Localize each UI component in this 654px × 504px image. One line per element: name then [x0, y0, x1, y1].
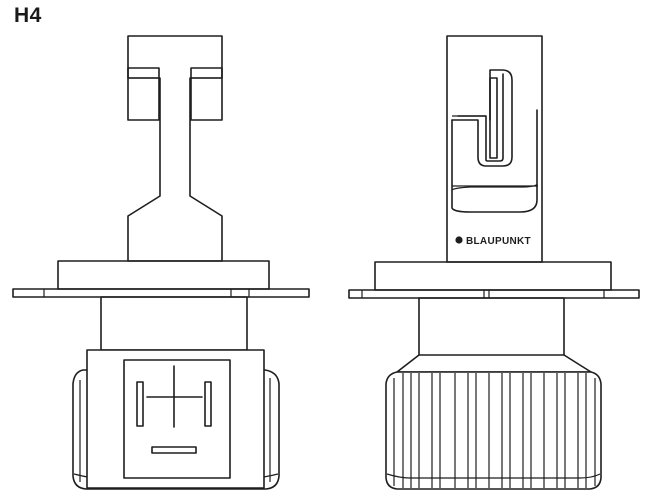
left-socket	[123, 359, 231, 479]
left-head-tab-left	[127, 67, 160, 121]
left-bulb-side-view	[12, 35, 310, 490]
left-bulb-head	[127, 35, 223, 262]
socket-pin-bottom	[151, 446, 197, 454]
right-led-chip	[451, 69, 513, 167]
right-bulb-taper	[396, 354, 592, 373]
right-bulb-flange	[348, 289, 640, 299]
right-head-panel	[451, 109, 538, 213]
right-bulb-front-view: BLAUPUNKT	[348, 35, 640, 490]
brand-logo-text: BLAUPUNKT	[466, 236, 531, 247]
socket-pin-left	[136, 381, 144, 427]
left-bulb-neck	[100, 296, 248, 351]
right-heat-sink	[385, 371, 602, 490]
left-bulb-flange	[12, 288, 310, 298]
brand-logo-dot-icon	[455, 236, 463, 244]
left-bulb-base	[57, 260, 270, 290]
bulb-type-label: H4	[14, 4, 42, 27]
right-bulb-neck	[418, 297, 565, 356]
right-bulb-base	[374, 261, 612, 291]
right-led-strip	[489, 77, 498, 159]
socket-pin-right	[204, 381, 212, 427]
left-head-tab-right	[190, 67, 223, 121]
